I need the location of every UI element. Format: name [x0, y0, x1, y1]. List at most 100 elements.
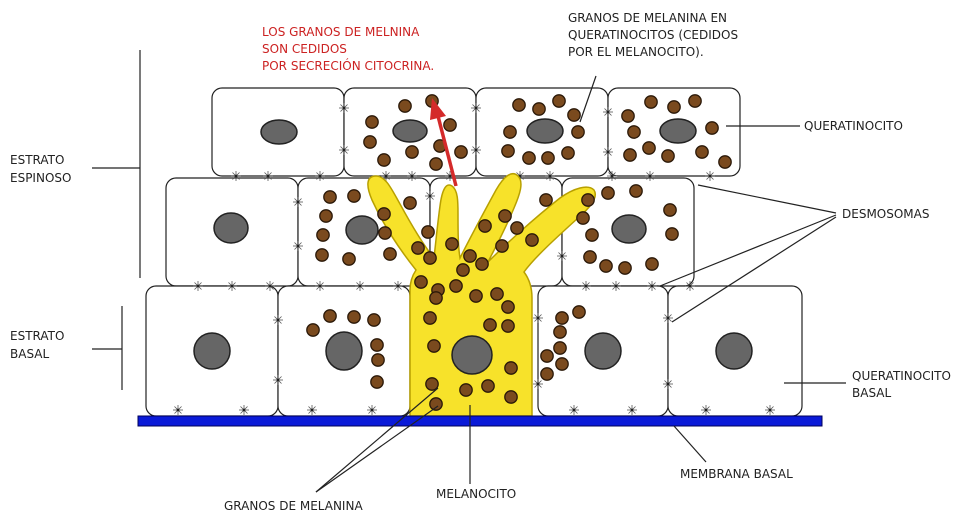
melanin-granule — [324, 310, 336, 322]
melanin-granule — [573, 306, 585, 318]
desmosome — [339, 103, 349, 113]
melanin-granule — [455, 146, 467, 158]
desmosome — [647, 281, 657, 291]
basal-membrane — [138, 416, 822, 426]
queratinocito-basal-line: BASAL — [852, 386, 891, 400]
melanin-granule — [600, 260, 612, 272]
melanin-granule — [316, 249, 328, 261]
granos-de-melanina-label: GRANOS DE MELANINA — [224, 499, 363, 513]
melanin-granule — [482, 380, 494, 392]
melanin-granule — [643, 142, 655, 154]
nucleus — [326, 332, 362, 370]
nucleus — [261, 120, 297, 144]
stratum-brackets — [92, 50, 140, 390]
melanin-granule — [553, 95, 565, 107]
melanin-granule — [406, 146, 418, 158]
secretion-note: LOS GRANOS DE MELNINA SON CEDIDOS POR SE… — [262, 25, 434, 73]
melanin-granule — [646, 258, 658, 270]
melanin-in-keratinocytes-line: GRANOS DE MELANINA EN — [568, 11, 727, 25]
melanin-granule — [371, 376, 383, 388]
nucleus — [527, 119, 563, 143]
secretion-note-line: SON CEDIDOS — [262, 42, 347, 56]
melanin-granule — [689, 95, 701, 107]
desmosome — [239, 405, 249, 415]
desmosome — [765, 405, 775, 415]
desmosome — [173, 405, 183, 415]
desmosome — [393, 281, 403, 291]
melanin-granule — [513, 99, 525, 111]
desmosome — [663, 379, 673, 389]
nucleus — [393, 120, 427, 142]
desmosome — [471, 145, 481, 155]
desmosome — [307, 405, 317, 415]
desmosome — [645, 171, 655, 181]
melanin-granule — [348, 190, 360, 202]
melanin-granule — [479, 220, 491, 232]
estrato-espinoso-line: ESTRATO — [10, 153, 64, 167]
melanin-granule — [424, 252, 436, 264]
melanin-granule — [457, 264, 469, 276]
desmosome — [355, 281, 365, 291]
melanin-granule — [719, 156, 731, 168]
desmosome — [407, 171, 417, 181]
melanin-granule — [491, 288, 503, 300]
melanocito-label: MELANOCITO — [436, 487, 516, 501]
melanin-granule — [307, 324, 319, 336]
desmosome — [425, 191, 435, 201]
desmosome — [611, 281, 621, 291]
melanin-granule — [450, 280, 462, 292]
melanin-granule — [372, 354, 384, 366]
desmosome — [533, 379, 543, 389]
desmosome — [367, 405, 377, 415]
melanin-granule — [428, 340, 440, 352]
desmosome — [293, 241, 303, 251]
desmosome — [231, 171, 241, 181]
melanin-granule — [562, 147, 574, 159]
melanin-granule — [542, 152, 554, 164]
melanin-granule — [586, 229, 598, 241]
melanin-in-keratinocytes-label: GRANOS DE MELANINA EN QUERATINOCITOS (CE… — [568, 11, 742, 59]
melanin-granule — [628, 126, 640, 138]
melanin-granule — [317, 229, 329, 241]
melanin-granule — [399, 100, 411, 112]
desmosome — [273, 375, 283, 385]
melanin-granule — [554, 326, 566, 338]
secretion-note-line: POR SECRECIÓN CITOCRINA. — [262, 58, 434, 73]
melanin-granule — [502, 301, 514, 313]
desmosomas-label: DESMOSOMAS — [842, 207, 929, 221]
desmosome — [705, 171, 715, 181]
desmosome — [545, 171, 555, 181]
melanin-granule — [378, 208, 390, 220]
desmosome — [193, 281, 203, 291]
melanin-granule — [706, 122, 718, 134]
melanin-granule — [572, 126, 584, 138]
desmosome — [533, 313, 543, 323]
desmosome — [339, 145, 349, 155]
melanin-granule — [371, 339, 383, 351]
desmosome — [273, 315, 283, 325]
melanin-granule — [540, 194, 552, 206]
desmosome — [315, 171, 325, 181]
desmosome — [685, 281, 695, 291]
melanin-granule — [582, 194, 594, 206]
melanin-granule — [505, 362, 517, 374]
melanin-granule — [505, 391, 517, 403]
secretion-note-line: LOS GRANOS DE MELNINA — [262, 25, 420, 39]
melanin-granule — [415, 276, 427, 288]
desmosome — [603, 107, 613, 117]
nucleus — [660, 119, 696, 143]
desmosome — [227, 281, 237, 291]
membrana-basal-label: MEMBRANA BASAL — [680, 467, 793, 481]
melanin-granule — [541, 368, 553, 380]
melanin-granule — [554, 342, 566, 354]
melanin-granule — [556, 358, 568, 370]
melanin-granule — [470, 290, 482, 302]
melanin-granule — [348, 311, 360, 323]
nucleus — [612, 215, 646, 243]
melanin-granule — [541, 350, 553, 362]
estrato-espinoso-label: ESTRATO ESPINOSO — [10, 153, 71, 185]
melanin-granule — [662, 150, 674, 162]
queratinocito-label: QUERATINOCITO — [804, 119, 903, 133]
melanin-granule — [430, 158, 442, 170]
estrato-basal-line: BASAL — [10, 347, 49, 361]
